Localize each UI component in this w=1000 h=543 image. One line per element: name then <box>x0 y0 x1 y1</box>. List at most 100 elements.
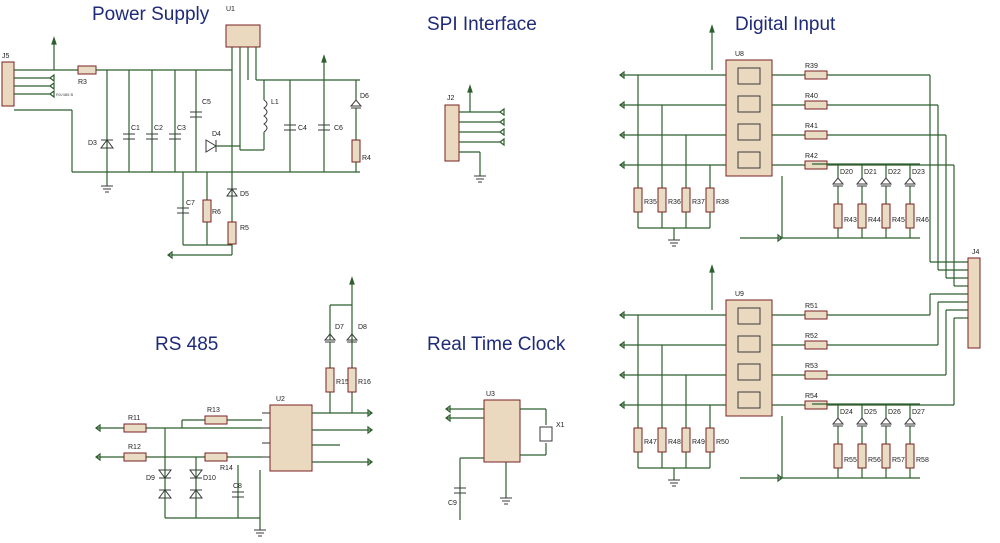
label-d3: D3 <box>88 140 97 147</box>
led-d6 <box>349 99 363 109</box>
label-r16: R16 <box>358 379 371 386</box>
label-r11: R11 <box>128 415 140 422</box>
spi-interface-circuit: J2 <box>444 84 505 183</box>
label-r55: R55 <box>844 457 857 464</box>
label-u3: U3 <box>486 391 495 398</box>
digital-input-circuit: U8R35R39D20R43R36R40D21R44R37R41D22R45R3… <box>619 24 981 487</box>
diode-d3 <box>100 139 114 149</box>
led-d8 <box>345 333 359 343</box>
diode-d5 <box>226 188 238 197</box>
transceiver-u2 <box>269 404 313 472</box>
label-r48: R48 <box>668 439 681 446</box>
label-l1: L1 <box>271 99 279 106</box>
capacitor-c6 <box>318 124 330 131</box>
label-c5: C5 <box>202 99 211 106</box>
resistor-r40 <box>804 100 828 110</box>
led-d27 <box>903 417 917 427</box>
label-r42: R42 <box>805 153 818 160</box>
resistor-r51 <box>804 310 828 320</box>
label-d20: D20 <box>840 169 853 176</box>
led-d24 <box>831 417 845 427</box>
label-j2: J2 <box>447 95 455 102</box>
resistor-r46 <box>905 203 915 229</box>
label-r53: R53 <box>805 363 818 370</box>
label-d7: D7 <box>335 324 344 331</box>
label-r57: R57 <box>892 457 905 464</box>
label-r41: R41 <box>805 123 818 130</box>
label-r39: R39 <box>805 63 818 70</box>
label-r37: R37 <box>692 199 705 206</box>
label-r3: R3 <box>78 79 87 86</box>
label-r35: R35 <box>644 199 657 206</box>
resistor-r49 <box>681 427 691 453</box>
label-r47: R47 <box>644 439 657 446</box>
led-d26 <box>879 417 893 427</box>
label-r46: R46 <box>916 217 929 224</box>
label-r14: R14 <box>220 465 233 472</box>
regulator-u1 <box>225 24 261 48</box>
connector-j4 <box>967 257 981 349</box>
resistor-r57 <box>881 443 891 469</box>
label-d4: D4 <box>212 131 221 138</box>
label-r51: R51 <box>805 303 818 310</box>
title-real-time-clock: Real Time Clock <box>427 334 566 355</box>
resistor-r47 <box>633 427 643 453</box>
label-r50: R50 <box>716 439 729 446</box>
capacitor-c4 <box>284 124 296 131</box>
label-r13: R13 <box>207 407 220 414</box>
label-d24: D24 <box>840 409 853 416</box>
label-c9: C9 <box>448 500 457 507</box>
resistor-r43 <box>833 203 843 229</box>
label-r49: R49 <box>692 439 705 446</box>
resistor-r54 <box>804 400 828 410</box>
resistor-r5 <box>227 221 237 245</box>
title-digital-input: Digital Input <box>735 14 836 35</box>
resistor-r37 <box>681 187 691 213</box>
capacitor-c3 <box>169 133 181 140</box>
capacitor-c1 <box>123 133 135 140</box>
label-r12: R12 <box>128 444 141 451</box>
connector-j2 <box>444 104 460 162</box>
svg-text:RX/485 B: RX/485 B <box>56 92 73 97</box>
resistor-r39 <box>804 70 828 80</box>
label-r40: R40 <box>805 93 818 100</box>
label-j4: J4 <box>972 249 980 256</box>
led-d22 <box>879 177 893 187</box>
resistor-r41 <box>804 130 828 140</box>
resistor-r50 <box>705 427 715 453</box>
label-c7: C7 <box>186 200 195 207</box>
label-x1: X1 <box>556 422 565 429</box>
power-supply-circuit: J5 RX/485 B R3 D3 C1 C2 C3 <box>1 6 371 260</box>
label-r5: R5 <box>240 225 249 232</box>
label-r45: R45 <box>892 217 905 224</box>
resistor-r58 <box>905 443 915 469</box>
rtc-chip-u3 <box>483 399 521 463</box>
led-d20 <box>831 177 845 187</box>
capacitor-c2 <box>146 133 158 140</box>
label-u8: U8 <box>735 51 744 58</box>
resistor-r38 <box>705 187 715 213</box>
label-d21: D21 <box>864 169 877 176</box>
label-c6: C6 <box>334 125 343 132</box>
inductor-l1 <box>263 99 268 133</box>
label-r43: R43 <box>844 217 857 224</box>
capacitor-c5 <box>190 111 202 118</box>
label-r15: R15 <box>336 379 349 386</box>
resistor-r11 <box>123 423 147 433</box>
title-spi-interface: SPI Interface <box>427 14 537 35</box>
label-r54: R54 <box>805 393 818 400</box>
label-d27: D27 <box>912 409 925 416</box>
title-rs485: RS 485 <box>155 334 218 355</box>
label-d10: D10 <box>203 475 216 482</box>
label-c4: C4 <box>298 125 307 132</box>
resistor-r56 <box>857 443 867 469</box>
label-u1: U1 <box>226 6 235 13</box>
label-r38: R38 <box>716 199 729 206</box>
label-r52: R52 <box>805 333 818 340</box>
label-d26: D26 <box>888 409 901 416</box>
rtc-circuit: U3 X1 C9 <box>445 391 565 520</box>
tvs-diode-d9 <box>158 469 172 499</box>
tvs-diode-d10 <box>189 469 203 499</box>
capacitor-c7 <box>177 207 189 214</box>
